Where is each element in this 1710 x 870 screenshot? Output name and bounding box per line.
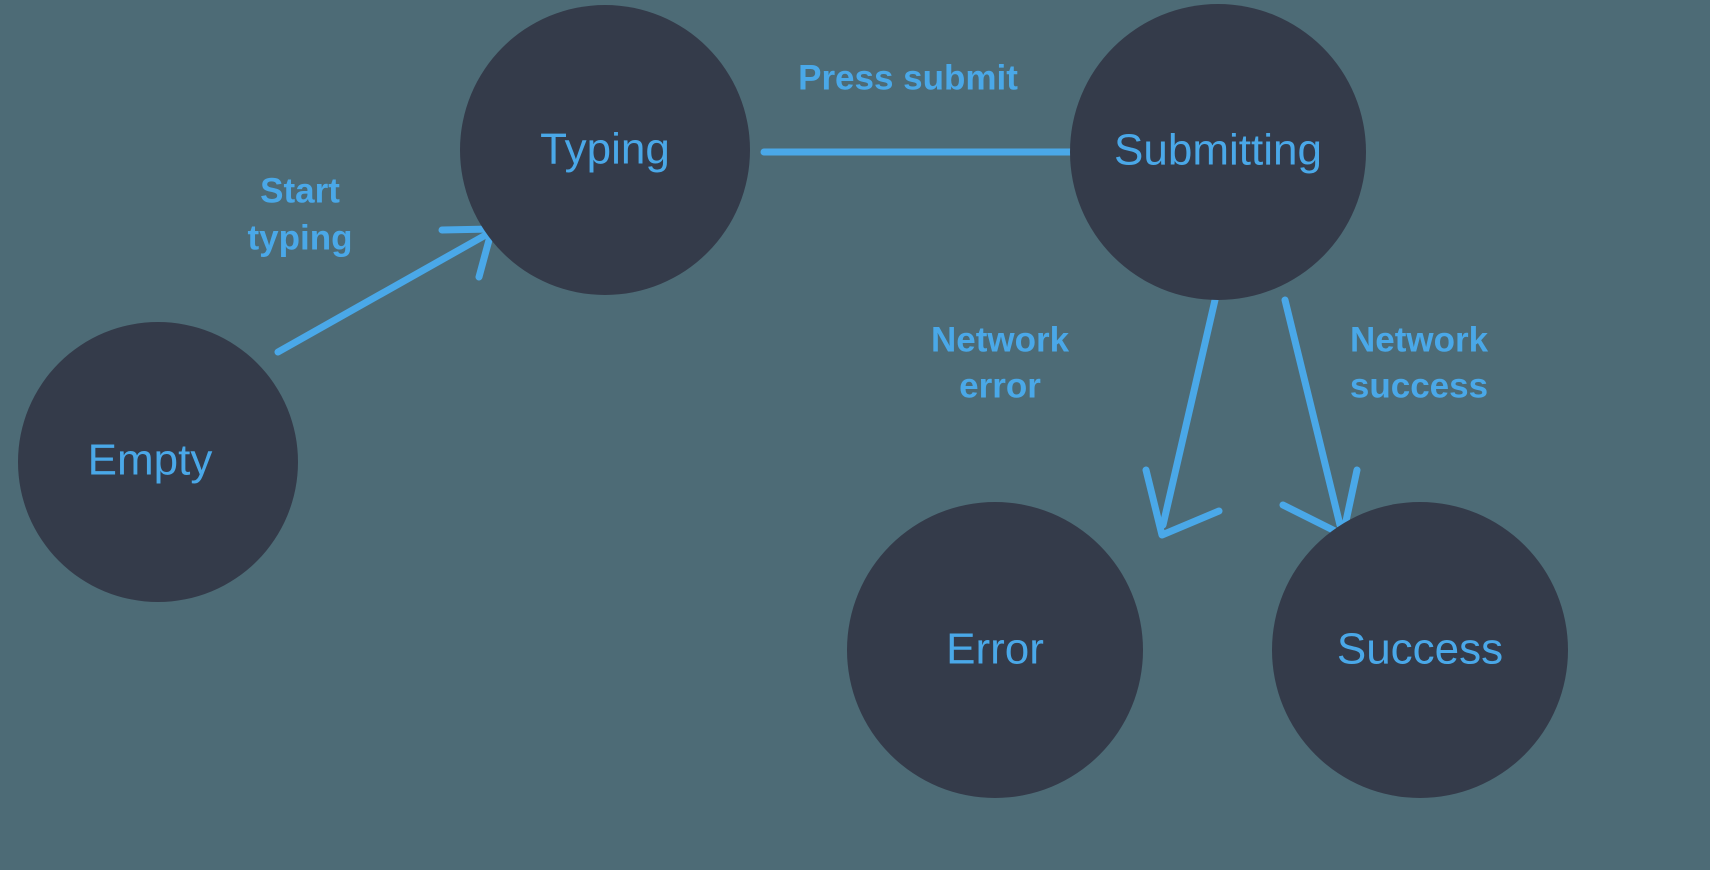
arrowhead-network-error [1142, 466, 1223, 539]
state-label-typing: Typing [540, 125, 670, 174]
edge-label-network-error-line1: Network [931, 320, 1070, 359]
edge-line-network-success [1281, 296, 1344, 529]
edge-submitting-to-error[interactable]: Network error [931, 296, 1223, 539]
state-node-typing[interactable]: Typing [460, 5, 750, 295]
edge-submitting-to-success[interactable]: Network success [1279, 296, 1489, 539]
state-circle-error [847, 502, 1143, 798]
state-node-error[interactable]: Error [847, 502, 1143, 798]
state-circle-empty [18, 322, 298, 602]
edge-label-network-success-line1: Network [1350, 320, 1489, 359]
edge-empty-to-typing[interactable]: Start typing [248, 171, 496, 356]
edge-label-network-error-line2: error [959, 366, 1041, 405]
edge-line-network-error [1159, 296, 1219, 529]
edge-label-network-success-line2: success [1350, 366, 1488, 405]
edge-typing-to-submitting[interactable]: Press submit [760, 58, 1147, 191]
edge-line-start-typing [274, 228, 495, 356]
state-node-empty[interactable]: Empty [18, 322, 298, 602]
state-circle-success [1272, 502, 1568, 798]
state-label-empty: Empty [88, 436, 213, 485]
state-node-success[interactable]: Success [1272, 502, 1568, 798]
state-circle-submitting [1070, 4, 1366, 300]
state-label-success: Success [1337, 625, 1503, 674]
state-circle-typing [460, 5, 750, 295]
edge-label-start-typing-line1: Start [260, 171, 340, 210]
state-label-error: Error [946, 625, 1044, 674]
state-label-submitting: Submitting [1114, 126, 1322, 175]
edge-label-start-typing-line2: typing [248, 218, 353, 257]
edge-label-press-submit: Press submit [798, 58, 1018, 97]
state-node-submitting[interactable]: Submitting [1070, 4, 1366, 300]
